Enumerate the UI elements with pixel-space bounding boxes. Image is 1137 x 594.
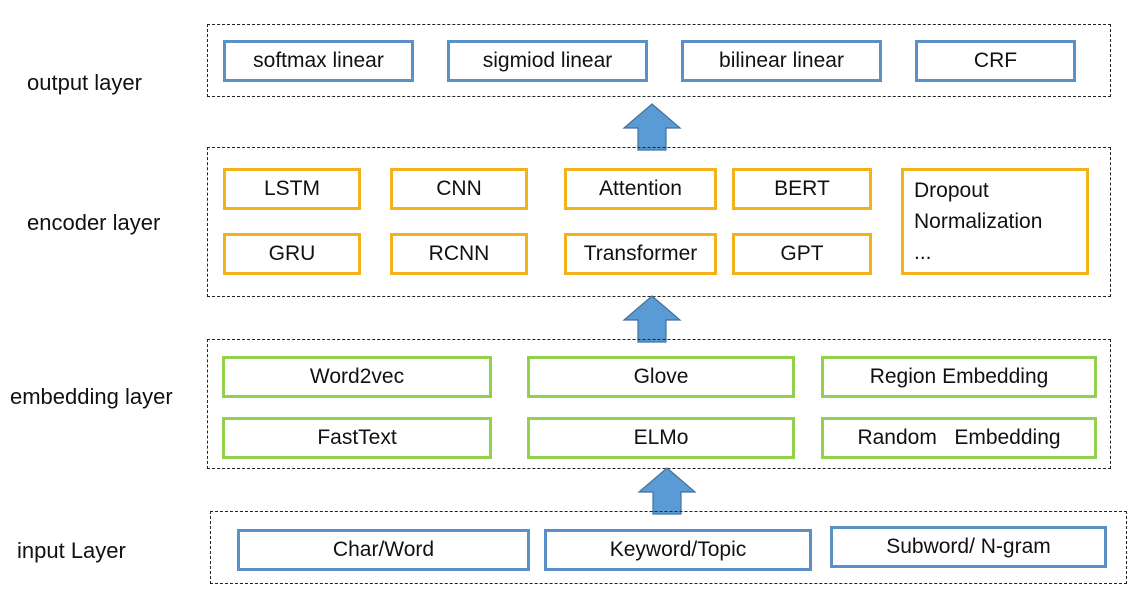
encoder-item-lstm: LSTM <box>223 168 361 210</box>
encoder-extras-box: Dropout Normalization ... <box>901 168 1089 275</box>
embedding-item-region-embedding: Region Embedding <box>821 356 1097 398</box>
encoder-item-attention: Attention <box>564 168 717 210</box>
encoder-item-transformer: Transformer <box>564 233 717 275</box>
arrow-input-to-embedding-icon <box>637 467 697 515</box>
embedding-item-word2vec: Word2vec <box>222 356 492 398</box>
embedding-item-glove: Glove <box>527 356 795 398</box>
output-layer-container <box>207 24 1111 97</box>
output-item-sigmiod-linear: sigmiod linear <box>447 40 648 82</box>
embedding-item-fasttext: FastText <box>222 417 492 459</box>
encoder-item-cnn: CNN <box>390 168 528 210</box>
output-item-bilinear-linear: bilinear linear <box>681 40 882 82</box>
encoder-item-gpt: GPT <box>732 233 872 275</box>
encoder-extra-normalization: Normalization <box>914 210 1043 233</box>
output-item-softmax-linear: softmax linear <box>223 40 414 82</box>
input-item-subword-ngram: Subword/ N-gram <box>830 526 1107 568</box>
embedding-layer-label: embedding layer <box>10 384 173 409</box>
input-layer-label: input Layer <box>17 538 126 563</box>
encoder-extra-ellipsis: ... <box>914 241 932 264</box>
input-layer-container <box>210 511 1127 584</box>
encoder-layer-container <box>207 147 1111 297</box>
arrow-encoder-to-output-icon <box>622 103 682 151</box>
output-item-crf: CRF <box>915 40 1076 82</box>
encoder-item-bert: BERT <box>732 168 872 210</box>
embedding-item-elmo: ELMo <box>527 417 795 459</box>
encoder-extra-dropout: Dropout <box>914 179 989 202</box>
arrow-embedding-to-encoder-icon <box>622 295 682 343</box>
encoder-item-rcnn: RCNN <box>390 233 528 275</box>
input-item-char-word: Char/Word <box>237 529 530 571</box>
encoder-layer-label: encoder layer <box>27 210 161 235</box>
embedding-layer-container <box>207 339 1111 469</box>
input-item-keyword-topic: Keyword/Topic <box>544 529 812 571</box>
embedding-item-random-embedding: Random Embedding <box>821 417 1097 459</box>
encoder-item-gru: GRU <box>223 233 361 275</box>
output-layer-label: output layer <box>27 70 142 95</box>
